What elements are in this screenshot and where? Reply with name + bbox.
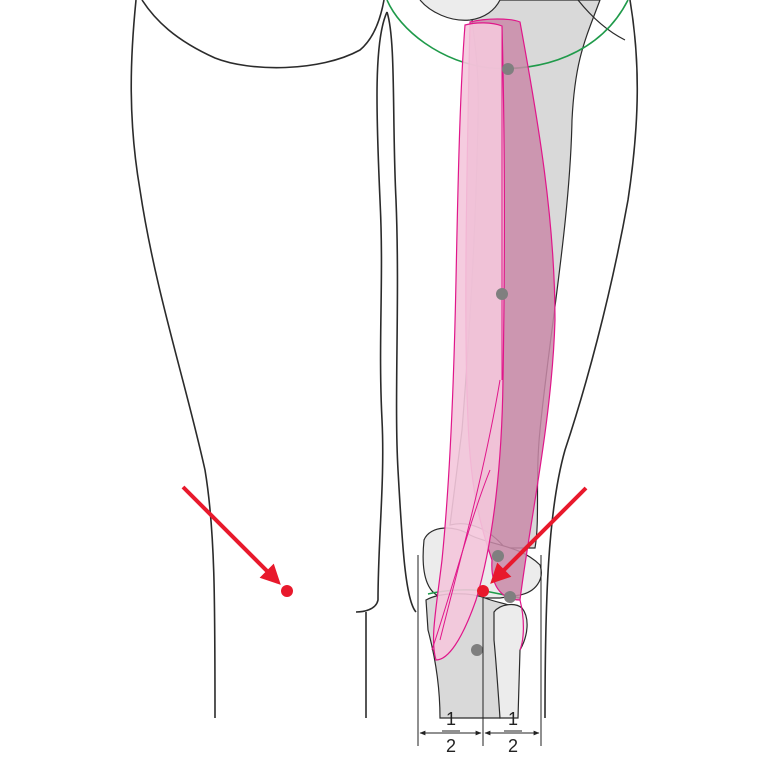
pointer-arrows <box>181 485 588 585</box>
landmark-point-femur-condyle <box>492 550 504 562</box>
measurement-labels: 1 2 1 2 <box>446 709 518 756</box>
landmark-point-mid-thigh <box>496 288 508 300</box>
landmark-point-tibia <box>471 644 483 656</box>
acupoint-right-knee <box>477 585 489 597</box>
acupoints <box>281 585 489 597</box>
fraction-right-numerator: 1 <box>508 709 518 729</box>
fibula-bone <box>493 603 528 719</box>
landmark-point-fibula-head <box>504 591 516 603</box>
hamstring-muscles <box>431 18 556 661</box>
right-leg-outline <box>365 0 639 719</box>
arrow-left-knee <box>181 485 281 585</box>
arrow-right-knee <box>490 486 588 584</box>
landmark-points <box>471 63 516 656</box>
fraction-left-denominator: 2 <box>446 736 456 756</box>
acupoint-left-knee <box>281 585 293 597</box>
landmark-point-hip <box>502 63 514 75</box>
fraction-right-denominator: 2 <box>508 736 518 756</box>
left-leg-outline <box>130 0 388 719</box>
fraction-left-numerator: 1 <box>446 709 456 729</box>
measurement-guides <box>417 555 542 746</box>
